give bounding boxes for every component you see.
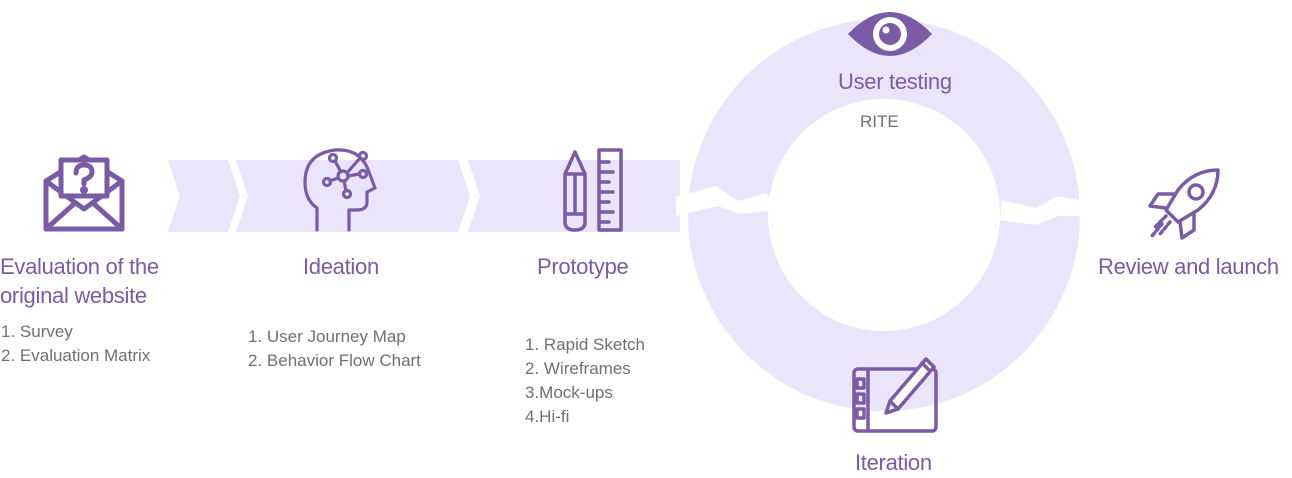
stage-items-prototype: 1. Rapid Sketch 2. Wireframes 3.Mock-ups… [525, 333, 645, 429]
stage-title-launch: Review and launch [1098, 254, 1279, 279]
cycle-title-iteration: Iteration [855, 450, 932, 475]
list-item: 1. Survey [1, 322, 73, 341]
list-item: 1. Rapid Sketch [525, 335, 646, 354]
list-item: 2. Behavior Flow Chart [248, 351, 421, 370]
list-item: 4.Hi-fi [525, 407, 570, 426]
list-item: 2. Evaluation Matrix [1, 346, 151, 365]
stage-title-line: original website [0, 283, 147, 308]
process-band-segment-2 [236, 160, 470, 232]
stage-title-line: Evaluation of the [0, 254, 159, 279]
head-network-icon [303, 142, 381, 232]
stage-title-prototype: Prototype [537, 254, 629, 279]
eye-icon [846, 6, 934, 62]
stage-title-ideation: Ideation [303, 254, 379, 279]
stage-title-evaluation: Evaluation of the original website [0, 252, 159, 310]
envelope-question-icon [43, 151, 125, 233]
list-item: 3.Mock-ups [525, 383, 613, 402]
stage-items-ideation: 1. User Journey Map 2. Behavior Flow Cha… [248, 325, 421, 373]
pencil-ruler-icon [561, 148, 625, 232]
rocket-icon [1146, 166, 1222, 242]
list-item: 1. User Journey Map [248, 327, 406, 346]
cycle-title-user-testing: User testing [838, 69, 952, 94]
process-band-segment-1 [168, 160, 240, 232]
cycle-subtitle-rite: RITE [860, 112, 899, 131]
iteration-cycle-ring [676, 19, 1094, 411]
list-item: 2. Wireframes [525, 359, 631, 378]
stage-items-evaluation: 1. Survey 2. Evaluation Matrix [1, 320, 150, 368]
drawing-tablet-icon [852, 349, 940, 435]
